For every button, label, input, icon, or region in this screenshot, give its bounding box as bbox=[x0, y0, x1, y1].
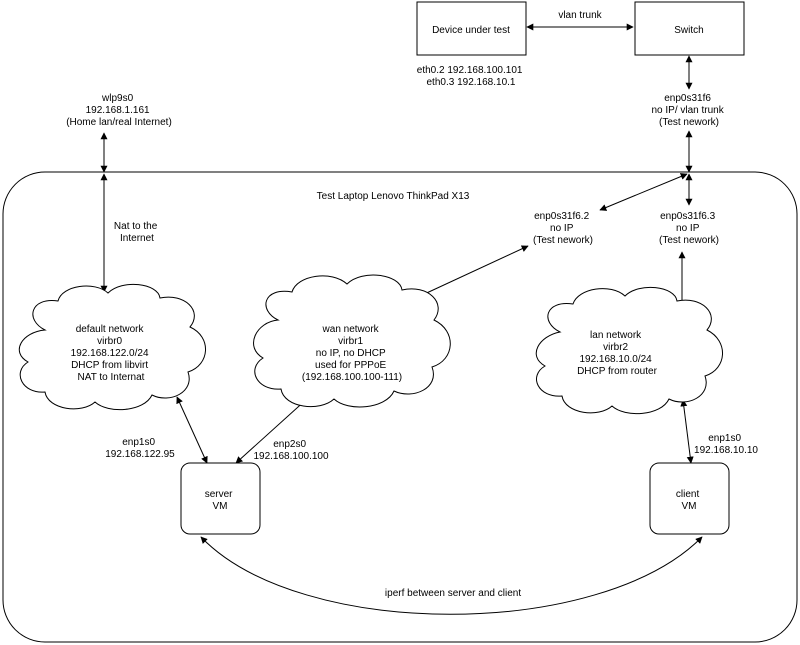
server-vm-label: server VM bbox=[205, 489, 236, 512]
enp0s31f6-2-line: (Test nework) bbox=[533, 235, 593, 246]
wan-network-cloud bbox=[253, 274, 451, 408]
enp0s31f6-line: no IP/ vlan trunk bbox=[651, 105, 724, 116]
server-enp1s0-label: enp1s0 192.168.122.95 bbox=[105, 437, 175, 460]
iperf-line: iperf between server and client bbox=[385, 588, 521, 599]
wan-network-line: virbr1 bbox=[338, 336, 363, 347]
server-enp2s0-line: 192.168.100.100 bbox=[253, 451, 329, 462]
lan-network-line: DHCP from router bbox=[577, 366, 658, 377]
lan-network-line: lan network bbox=[590, 330, 642, 341]
enp0s31f6-3-label: enp0s31f6.3 no IP (Test nework) bbox=[659, 211, 719, 246]
enp0s31f6-2-line: no IP bbox=[550, 223, 574, 234]
wan-network-line: used for PPPoE bbox=[315, 360, 386, 371]
client-enp1s0-label: enp1s0 192.168.10.10 bbox=[694, 433, 758, 456]
default-to-server-connector bbox=[176, 396, 208, 464]
enp0s31f6-2-to-wan-connector bbox=[417, 245, 529, 298]
dut-iface-line: eth0.3 192.168.10.1 bbox=[427, 77, 516, 88]
client-enp1s0-line: 192.168.10.10 bbox=[694, 445, 758, 456]
lan-network-line: 192.168.10.0/24 bbox=[579, 354, 652, 365]
default-network-cloud bbox=[18, 283, 206, 411]
wlp9s0-label: wlp9s0 192.168.1.161 (Home lan/real Inte… bbox=[66, 93, 172, 128]
client-vm-box[interactable] bbox=[649, 462, 730, 535]
lan-network-cloud bbox=[535, 286, 723, 415]
wlp9s0-line: wlp9s0 bbox=[101, 93, 134, 104]
enp0s31f6-3-line: no IP bbox=[676, 223, 700, 234]
server-vm-line: server bbox=[205, 489, 233, 500]
enp0s31f6-3-line: enp0s31f6.3 bbox=[660, 211, 715, 222]
enp0s31f6-line: enp0s31f6 bbox=[664, 93, 711, 104]
vlan-trunk-line: vlan trunk bbox=[558, 10, 602, 21]
nat-internet-line: Nat to the bbox=[114, 221, 158, 232]
lan-network-text: lan network virbr2 192.168.10.0/24 DHCP … bbox=[577, 330, 658, 377]
enp0s31f6-label: enp0s31f6 no IP/ vlan trunk (Test nework… bbox=[651, 93, 726, 128]
default-network-text: default network virbr0 192.168.122.0/24 … bbox=[71, 324, 152, 383]
enp0s31f6-3-line: (Test nework) bbox=[659, 235, 719, 246]
iperf-label: iperf between server and client bbox=[385, 588, 521, 599]
default-network-line: DHCP from libvirt bbox=[71, 360, 148, 371]
lan-network-line: virbr2 bbox=[603, 342, 628, 353]
switch-box[interactable] bbox=[634, 1, 745, 56]
dut-iface-line: eth0.2 192.168.100.101 bbox=[417, 65, 523, 76]
wan-network-line: wan network bbox=[322, 324, 380, 335]
default-network-line: virbr0 bbox=[97, 336, 122, 347]
wan-network-line: (192.168.100.100-111) bbox=[302, 372, 402, 383]
default-network-line: default network bbox=[76, 324, 145, 335]
laptop-title: Test Laptop Lenovo ThinkPad X13 bbox=[317, 191, 470, 202]
nat-internet-label: Nat to the Internet bbox=[114, 221, 160, 244]
iperf-connector bbox=[200, 536, 703, 615]
enp0s31f6-2-label: enp0s31f6.2 no IP (Test nework) bbox=[533, 211, 593, 246]
nat-internet-line: Internet bbox=[120, 233, 154, 244]
server-enp2s0-label: enp2s0 192.168.100.100 bbox=[253, 439, 329, 462]
dut-interfaces-label: eth0.2 192.168.100.101 eth0.3 192.168.10… bbox=[417, 65, 525, 88]
vlan-trunk-label: vlan trunk bbox=[558, 10, 602, 21]
device-under-test-label: Device under test bbox=[432, 25, 510, 36]
server-vm-line: VM bbox=[213, 501, 228, 512]
wan-to-server-connector bbox=[235, 397, 309, 464]
lan-to-client-connector bbox=[680, 399, 694, 464]
client-enp1s0-line: enp1s0 bbox=[708, 433, 741, 444]
client-vm-line: client bbox=[676, 489, 700, 500]
default-network-line: 192.168.122.0/24 bbox=[71, 348, 149, 359]
wlp9s0-line: 192.168.1.161 bbox=[86, 105, 150, 116]
client-vm-line: VM bbox=[682, 501, 697, 512]
wlp9s0-line: (Home lan/real Internet) bbox=[66, 117, 172, 128]
server-enp2s0-line: enp2s0 bbox=[273, 439, 306, 450]
client-vm-label: client VM bbox=[676, 489, 702, 512]
device-under-test-box[interactable] bbox=[416, 1, 527, 56]
wan-network-line: no IP, no DHCP bbox=[316, 348, 386, 359]
wan-network-text: wan network virbr1 no IP, no DHCP used f… bbox=[302, 324, 402, 383]
trunk-to-enp0s31f6-2-connector bbox=[599, 173, 688, 211]
enp0s31f6-2-line: enp0s31f6.2 bbox=[534, 211, 589, 222]
server-vm-box[interactable] bbox=[180, 462, 261, 535]
switch-label: Switch bbox=[674, 25, 703, 36]
default-network-line: NAT to Internat bbox=[78, 372, 145, 383]
server-enp1s0-line: 192.168.122.95 bbox=[105, 449, 175, 460]
enp0s31f6-line: (Test nework) bbox=[659, 117, 719, 128]
laptop-container bbox=[2, 171, 798, 643]
server-enp1s0-line: enp1s0 bbox=[122, 437, 155, 448]
